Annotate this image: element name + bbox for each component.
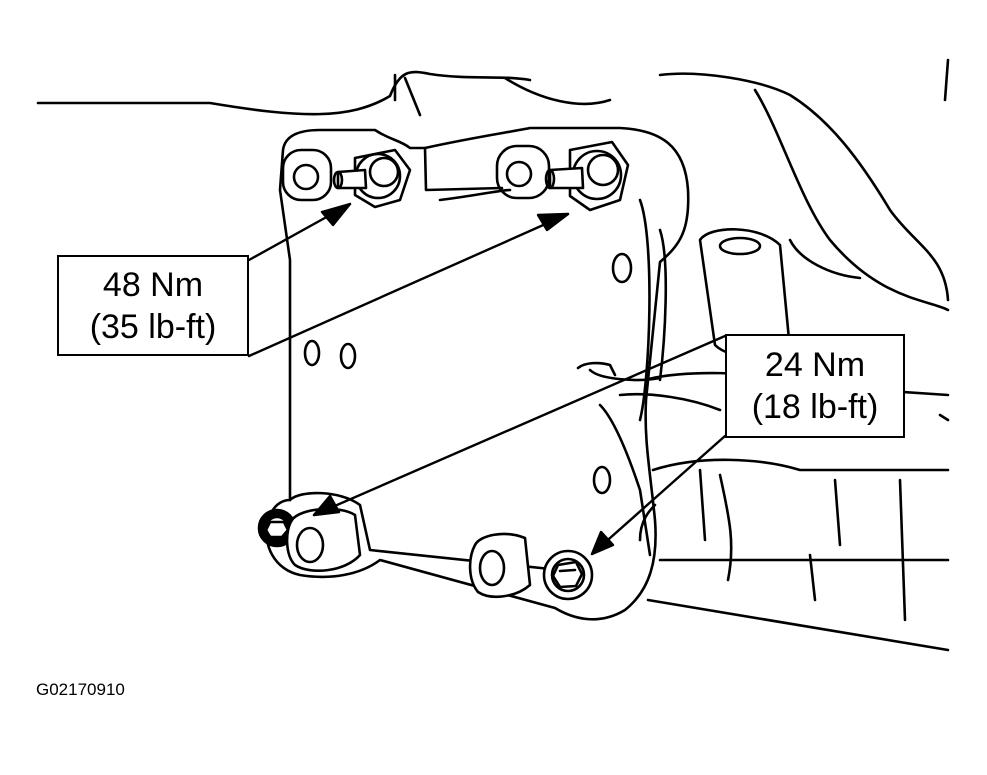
leader-lines: [247, 202, 727, 556]
lower-left-bolt: [257, 507, 362, 572]
lower-middle-nut: [468, 532, 532, 599]
housing-outline: [36, 58, 950, 652]
figure-id-label: G02170910: [36, 680, 125, 699]
leader-lower-right: [590, 434, 727, 556]
torque-metric-upper: 48 Nm: [102, 266, 204, 304]
torque-imperial-upper: (35 lb-ft): [89, 308, 217, 346]
mount-bracket-plate: [265, 126, 690, 621]
upper-left-bolt: [281, 148, 412, 209]
plate-holes: [303, 252, 633, 495]
torque-callout-lower: 24 Nm (18 lb-ft): [725, 334, 905, 438]
lower-right-bolt: [542, 549, 594, 601]
leader-lower-left: [312, 334, 727, 517]
leader-upper-right: [247, 212, 570, 358]
torque-callout-upper: 48 Nm (35 lb-ft): [57, 255, 249, 356]
torque-imperial-lower: (18 lb-ft): [751, 388, 879, 426]
upper-right-bolt: [495, 140, 630, 212]
torque-metric-lower: 24 Nm: [764, 346, 866, 384]
